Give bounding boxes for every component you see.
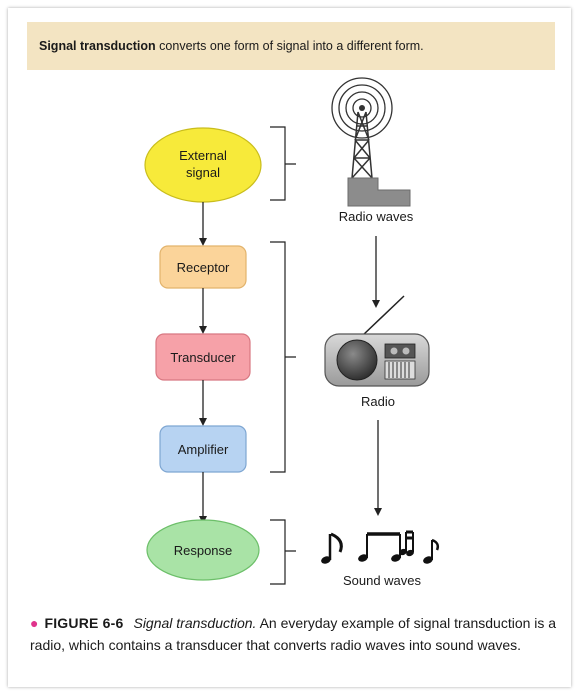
figure-caption: ● FIGURE 6-6 Signal transduction. An every… bbox=[30, 612, 560, 656]
bracket-response bbox=[270, 519, 296, 585]
bracket-external bbox=[270, 126, 296, 201]
caption-title: Signal transduction. bbox=[133, 615, 257, 631]
radio-waves-label: Radio waves bbox=[339, 209, 414, 224]
radio-icon bbox=[324, 295, 430, 387]
external-signal-label-2: signal bbox=[186, 165, 220, 180]
caption-text: An everyday example of signal transducti… bbox=[30, 615, 557, 653]
external-signal-label-1: External bbox=[179, 148, 227, 163]
figure-banner: Signal transduction converts one form of… bbox=[27, 22, 555, 70]
banner-bold-text: Signal transduction bbox=[39, 39, 156, 53]
music-notes-icon bbox=[321, 530, 440, 564]
receptor-label: Receptor bbox=[177, 260, 230, 275]
bracket-radio bbox=[270, 241, 296, 473]
radio-tower-icon bbox=[331, 77, 411, 207]
figure-number: FIGURE 6-6 bbox=[44, 615, 124, 631]
banner-text: converts one form of signal into a diffe… bbox=[155, 39, 424, 53]
transducer-label: Transducer bbox=[170, 350, 236, 365]
radio-label: Radio bbox=[361, 394, 395, 409]
response-label: Response bbox=[174, 543, 233, 558]
response-node bbox=[146, 519, 260, 581]
amplifier-label: Amplifier bbox=[178, 442, 229, 457]
figure-frame bbox=[8, 8, 571, 687]
caption-bullet-icon: ● bbox=[30, 615, 39, 631]
sound-waves-label: Sound waves bbox=[343, 573, 422, 588]
